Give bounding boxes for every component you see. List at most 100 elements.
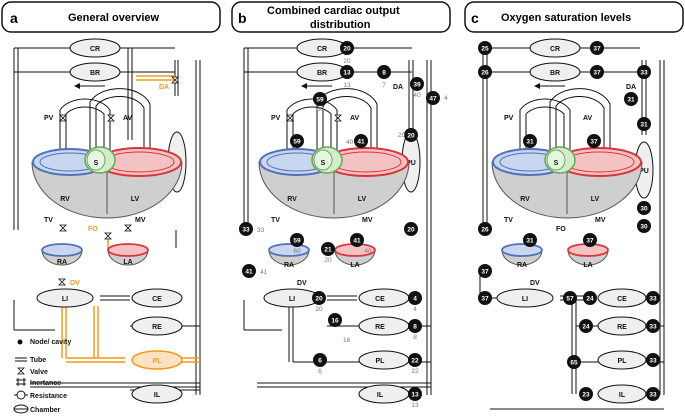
svg-text:21: 21 — [324, 247, 332, 254]
panel-a-label-CR: CR — [90, 46, 100, 53]
panel-c-label-PV: PV — [504, 115, 514, 122]
panel-b-label-LA: LA — [350, 262, 359, 269]
badge-c-DA-right — [637, 65, 651, 79]
panel-b-label-AV: AV — [350, 115, 360, 122]
svg-text:59: 59 — [293, 238, 301, 245]
badge-c-top-left-2 — [478, 65, 492, 79]
svg-text:24: 24 — [586, 296, 594, 303]
panel-b-label-RA: RA — [284, 262, 294, 269]
panel-c-label-CR: CR — [550, 46, 560, 53]
panel-a-valve-TV — [59, 224, 67, 232]
svg-text:20: 20 — [398, 132, 406, 139]
panel-a-label-DA: DA — [159, 84, 169, 91]
panel-a-node-IL — [131, 384, 183, 404]
badge-c-MV — [583, 233, 597, 247]
svg-text:37: 37 — [481, 269, 489, 276]
badge-b-left — [239, 222, 253, 236]
svg-text:33: 33 — [242, 227, 250, 234]
badge-b-desc-aorta — [426, 91, 440, 105]
svg-text:33: 33 — [649, 296, 657, 303]
panel-b-label-LV: LV — [358, 196, 367, 203]
panel-c-node-CR — [529, 38, 581, 58]
svg-text:57: 57 — [566, 296, 574, 303]
panel-c-label-BR: BR — [550, 70, 560, 77]
svg-text:8: 8 — [382, 70, 386, 77]
panel-b-label-S: S — [321, 160, 326, 167]
panel-b-label-PL: PL — [376, 358, 386, 365]
panel-a-node-LI — [36, 288, 94, 308]
badge-b-IVC — [242, 264, 256, 278]
panel-b-title-line2: distribution — [310, 19, 371, 31]
svg-text:31: 31 — [526, 238, 534, 245]
panel-a-label-PV: PV — [44, 115, 54, 122]
badge-c-RA-left — [478, 264, 492, 278]
panel-a-label-MV: MV — [135, 217, 146, 224]
badge-b-AV — [354, 134, 368, 148]
legend-tube-label: Tube — [30, 357, 46, 364]
svg-text:31: 31 — [640, 122, 648, 129]
svg-text:41: 41 — [357, 139, 365, 146]
svg-text:31: 31 — [627, 97, 635, 104]
panel-c-label-PL: PL — [618, 358, 628, 365]
panel-a-label-TV: TV — [44, 217, 53, 224]
panel-a-node-CR — [69, 38, 121, 58]
panel-c-label-IL: IL — [619, 392, 626, 399]
svg-text:40: 40 — [413, 92, 421, 99]
panel-c: c Oxygen saturation levels — [464, 1, 684, 410]
panel-a-node-BR — [69, 62, 121, 82]
panel-a-node-RE — [131, 316, 183, 336]
svg-text:31: 31 — [526, 139, 534, 146]
badge-b-FO — [321, 242, 335, 256]
panel-b-label-DA: DA — [393, 84, 403, 91]
legend-node-icon — [17, 339, 23, 345]
badge-b-TV — [290, 233, 304, 247]
svg-text:30: 30 — [640, 224, 648, 231]
panel-a-label-CE: CE — [152, 296, 162, 303]
badge-b-LI — [312, 291, 326, 305]
panel-b-valve-PV — [286, 114, 294, 122]
svg-text:4: 4 — [444, 95, 448, 102]
panel-c-label-RE: RE — [617, 324, 627, 331]
svg-text:20: 20 — [407, 133, 415, 140]
badge-c-CE — [583, 291, 597, 305]
panel-c-label-TV: TV — [504, 217, 513, 224]
svg-text:8: 8 — [413, 324, 417, 331]
panel-b-label-CR: CR — [317, 46, 327, 53]
svg-text:40: 40 — [346, 139, 354, 146]
legend-resistance-label: Resistance — [30, 393, 67, 400]
panel-b-letter: b — [238, 10, 247, 26]
legend-inertance-label: Inertance — [30, 380, 61, 387]
panel-a-inner-vessels — [59, 88, 151, 150]
panel-b-vessels — [243, 47, 432, 395]
svg-text:16: 16 — [343, 337, 351, 344]
badge-b-DA-out — [410, 77, 424, 91]
svg-text:13: 13 — [411, 402, 419, 409]
svg-text:37: 37 — [590, 139, 598, 146]
panel-c-label-RA: RA — [517, 262, 527, 269]
panel-b-heart — [258, 146, 410, 219]
badge-c-LI-left — [478, 291, 492, 305]
svg-text:13: 13 — [411, 392, 419, 399]
panel-b-node-IL — [358, 384, 410, 404]
panel-a-label-RA: RA — [57, 259, 67, 266]
badge-c-left — [478, 222, 492, 236]
panel-a-label-LI: LI — [62, 296, 68, 303]
badge-b-PL-in — [313, 353, 327, 367]
svg-text:8: 8 — [413, 334, 417, 341]
panel-a-label-BR: BR — [90, 70, 100, 77]
svg-text:60: 60 — [316, 106, 324, 113]
panel-b-label-BR: BR — [317, 70, 327, 77]
badge-c-LI-right — [563, 291, 577, 305]
panel-a-valve-PV — [59, 114, 67, 122]
badge-c-IL-right — [646, 387, 660, 401]
panel-b-label-CE: CE — [375, 296, 385, 303]
panel-c-label-FO: FO — [556, 226, 566, 233]
svg-text:22: 22 — [411, 368, 419, 375]
badge-c-top-left-1 — [478, 41, 492, 55]
svg-text:41: 41 — [245, 269, 253, 276]
badge-c-PL-left — [567, 355, 581, 369]
svg-text:6: 6 — [318, 368, 322, 375]
panel-c-heart — [491, 146, 643, 219]
svg-text:20: 20 — [315, 296, 323, 303]
